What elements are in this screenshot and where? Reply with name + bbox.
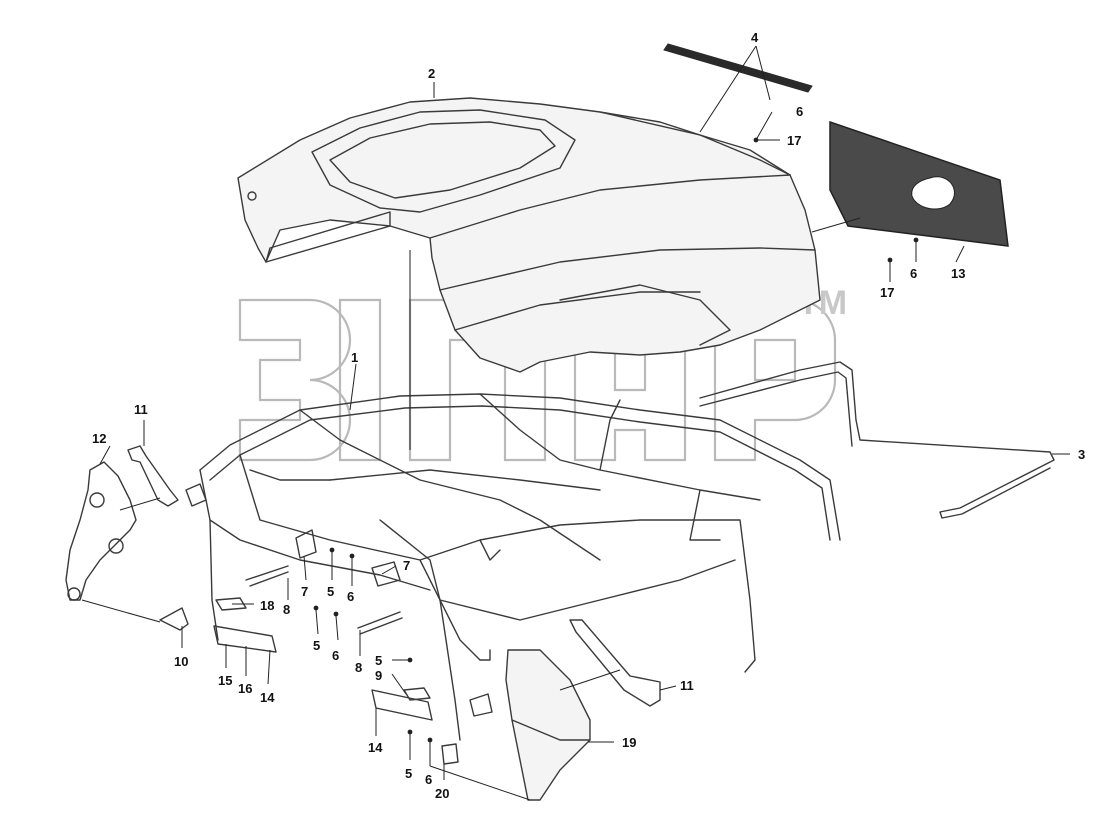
part-14-plate-right [371, 689, 433, 721]
callout-7: 7 [403, 558, 410, 573]
part-1-main-frame [199, 393, 841, 741]
part-4-strip [663, 43, 813, 93]
part-18-clip [215, 597, 247, 611]
hardware-fasteners [185, 137, 919, 765]
callout-9: 9 [375, 668, 382, 683]
part-3-side-rail [699, 361, 1055, 519]
callout-16: 16 [238, 681, 252, 696]
part-roof-canopy [237, 97, 821, 373]
callout-15: 15 [218, 673, 232, 688]
callout-17: 17 [880, 285, 894, 300]
callout-8: 8 [355, 660, 362, 675]
part-11-left-bracket [127, 445, 179, 507]
callout-19: 19 [622, 735, 636, 750]
callout-2: 2 [428, 66, 435, 81]
part-11-right-bracket [569, 619, 661, 707]
callout-5: 5 [327, 584, 334, 599]
part-12-left-plate [65, 461, 137, 601]
callout-labels: 2 4 6 17 6 17 13 1 3 11 12 7 5 6 7 8 18 … [92, 30, 1085, 801]
callout-12: 12 [92, 431, 106, 446]
callout-5: 5 [375, 653, 382, 668]
callout-6: 6 [425, 772, 432, 787]
part-9-clip [403, 687, 431, 701]
callout-11: 11 [134, 402, 148, 417]
callout-8: 8 [283, 602, 290, 617]
callout-10: 10 [174, 654, 188, 669]
callout-4: 4 [751, 30, 759, 45]
callout-11: 11 [680, 678, 694, 693]
callout-5: 5 [313, 638, 320, 653]
callout-20: 20 [435, 786, 449, 801]
part-13-rear-screen [829, 120, 1009, 247]
callout-17: 17 [787, 133, 801, 148]
callout-6: 6 [347, 589, 354, 604]
callout-13: 13 [951, 266, 965, 281]
part-10-lower-bracket [159, 607, 189, 631]
callout-6: 6 [796, 104, 803, 119]
callout-14: 14 [368, 740, 383, 755]
part-14-plate-left [213, 625, 277, 653]
leader-lines [81, 45, 1070, 801]
callout-1: 1 [351, 350, 358, 365]
callout-7: 7 [301, 584, 308, 599]
callout-5: 5 [405, 766, 412, 781]
callout-6: 6 [332, 648, 339, 663]
callout-14: 14 [260, 690, 275, 705]
callout-6: 6 [910, 266, 917, 281]
callout-3: 3 [1078, 447, 1085, 462]
part-19-lower-panel [505, 649, 591, 801]
callout-18: 18 [260, 598, 274, 613]
